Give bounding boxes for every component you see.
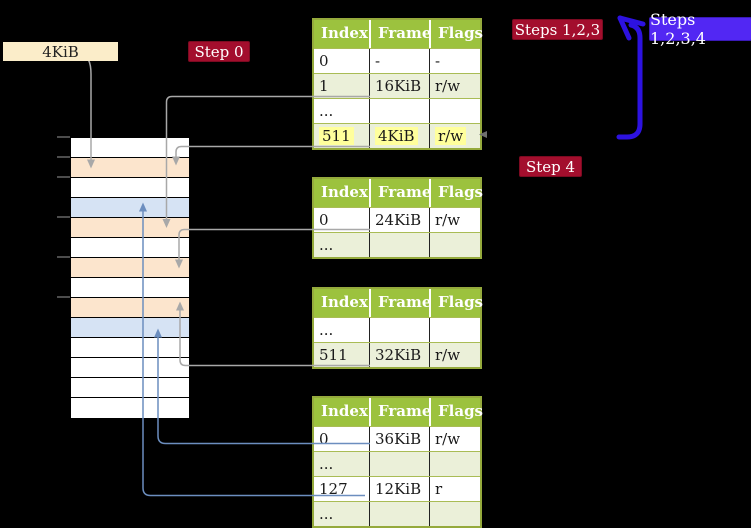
table-cell: 127 xyxy=(319,480,348,498)
memory-frame-row-3-blue xyxy=(71,198,189,218)
column-header: Index xyxy=(321,402,368,420)
table-cell: 12KiB xyxy=(369,477,429,501)
memory-frame-row-0-white xyxy=(71,138,189,158)
table-cell: ... xyxy=(319,455,334,473)
step0-badge: Step 0 xyxy=(188,41,250,62)
loop-arrow-head xyxy=(617,15,646,27)
table-row: ... xyxy=(314,451,480,476)
table-cell xyxy=(429,452,480,476)
memory-frame-row-7-white xyxy=(71,278,189,298)
table-cell: 24KiB xyxy=(369,208,429,232)
column-header: Flags xyxy=(429,398,483,426)
table-cell xyxy=(369,452,429,476)
table-cell xyxy=(369,233,429,257)
steps1234-badge: Steps 1,2,3,4 xyxy=(649,10,751,48)
memory-frame-row-9-blue xyxy=(71,318,189,338)
table-cell: r/w xyxy=(429,74,480,98)
table-cell: - xyxy=(369,49,429,73)
memory-frame-row-6-orange xyxy=(71,258,189,278)
table-cell: ... xyxy=(319,321,334,339)
column-header: Index xyxy=(321,24,368,42)
steps123-badge: Steps 1,2,3 xyxy=(512,19,603,40)
column-header: Flags xyxy=(429,20,483,48)
column-header: Frame xyxy=(369,289,431,317)
table-cell: 511 xyxy=(314,124,369,148)
table-cell: ... xyxy=(319,505,334,523)
loop-back-arrow xyxy=(616,15,646,140)
table-cell: ... xyxy=(319,102,334,120)
highlighted-value: 4KiB xyxy=(375,127,418,145)
table-row: ... xyxy=(314,317,480,342)
column-header: Index xyxy=(321,183,368,201)
table-cell xyxy=(429,233,480,257)
table-row: ... xyxy=(314,232,480,257)
column-header: Index xyxy=(321,293,368,311)
tick-marks xyxy=(57,136,70,298)
table-cell: 0 xyxy=(319,211,329,229)
memory-frame-row-10-white xyxy=(71,338,189,358)
table-cell xyxy=(429,99,480,123)
table-row: ... xyxy=(314,98,480,123)
table-cell: - xyxy=(429,49,480,73)
table-cell xyxy=(369,318,429,342)
table-cell: 511 xyxy=(319,346,348,364)
memory-frame-row-12-white xyxy=(71,378,189,398)
table-row: 0 -- xyxy=(314,48,480,73)
table-cell xyxy=(429,318,480,342)
table-cell xyxy=(369,502,429,526)
table-cell: r xyxy=(429,477,480,501)
physical-memory-column xyxy=(70,137,190,418)
table-cell: 0 xyxy=(319,52,329,70)
table-cell xyxy=(369,99,429,123)
table-cell: 4KiB xyxy=(369,124,429,148)
loop-arrow-head xyxy=(617,15,632,41)
memory-frame-row-5-white xyxy=(71,238,189,258)
step4-badge: Step 4 xyxy=(519,156,582,177)
table-cell: 0 xyxy=(319,430,329,448)
table-row: ... xyxy=(314,501,480,526)
table-cell: 16KiB xyxy=(369,74,429,98)
table-cell: r/w xyxy=(429,427,480,451)
memory-frame-row-11-white xyxy=(71,358,189,378)
table-cell: 32KiB xyxy=(369,343,429,367)
table-cell xyxy=(429,502,480,526)
table-cell: r/w xyxy=(429,124,480,148)
column-header: Flags xyxy=(429,179,483,207)
loop-arrow-body xyxy=(616,22,643,140)
table-cell: r/w xyxy=(429,208,480,232)
page-size-label: 4KiB xyxy=(3,42,118,61)
memory-frame-row-4-orange xyxy=(71,218,189,238)
column-header: Frame xyxy=(369,179,431,207)
memory-frame-row-1-orange xyxy=(71,158,189,178)
memory-frame-row-2-white xyxy=(71,178,189,198)
memory-frame-row-8-orange xyxy=(71,298,189,318)
table-cell: 1 xyxy=(319,77,329,95)
highlighted-value: 511 xyxy=(319,127,354,145)
memory-frame-row-13-white xyxy=(71,398,189,418)
table-cell: r/w xyxy=(429,343,480,367)
table-cell: 36KiB xyxy=(369,427,429,451)
table-row: 511 4KiB r/w xyxy=(314,123,480,148)
column-header: Frame xyxy=(369,20,431,48)
table-cell: ... xyxy=(319,236,334,254)
highlighted-value: r/w xyxy=(435,127,467,145)
column-header: Flags xyxy=(429,289,483,317)
column-header: Frame xyxy=(369,398,431,426)
